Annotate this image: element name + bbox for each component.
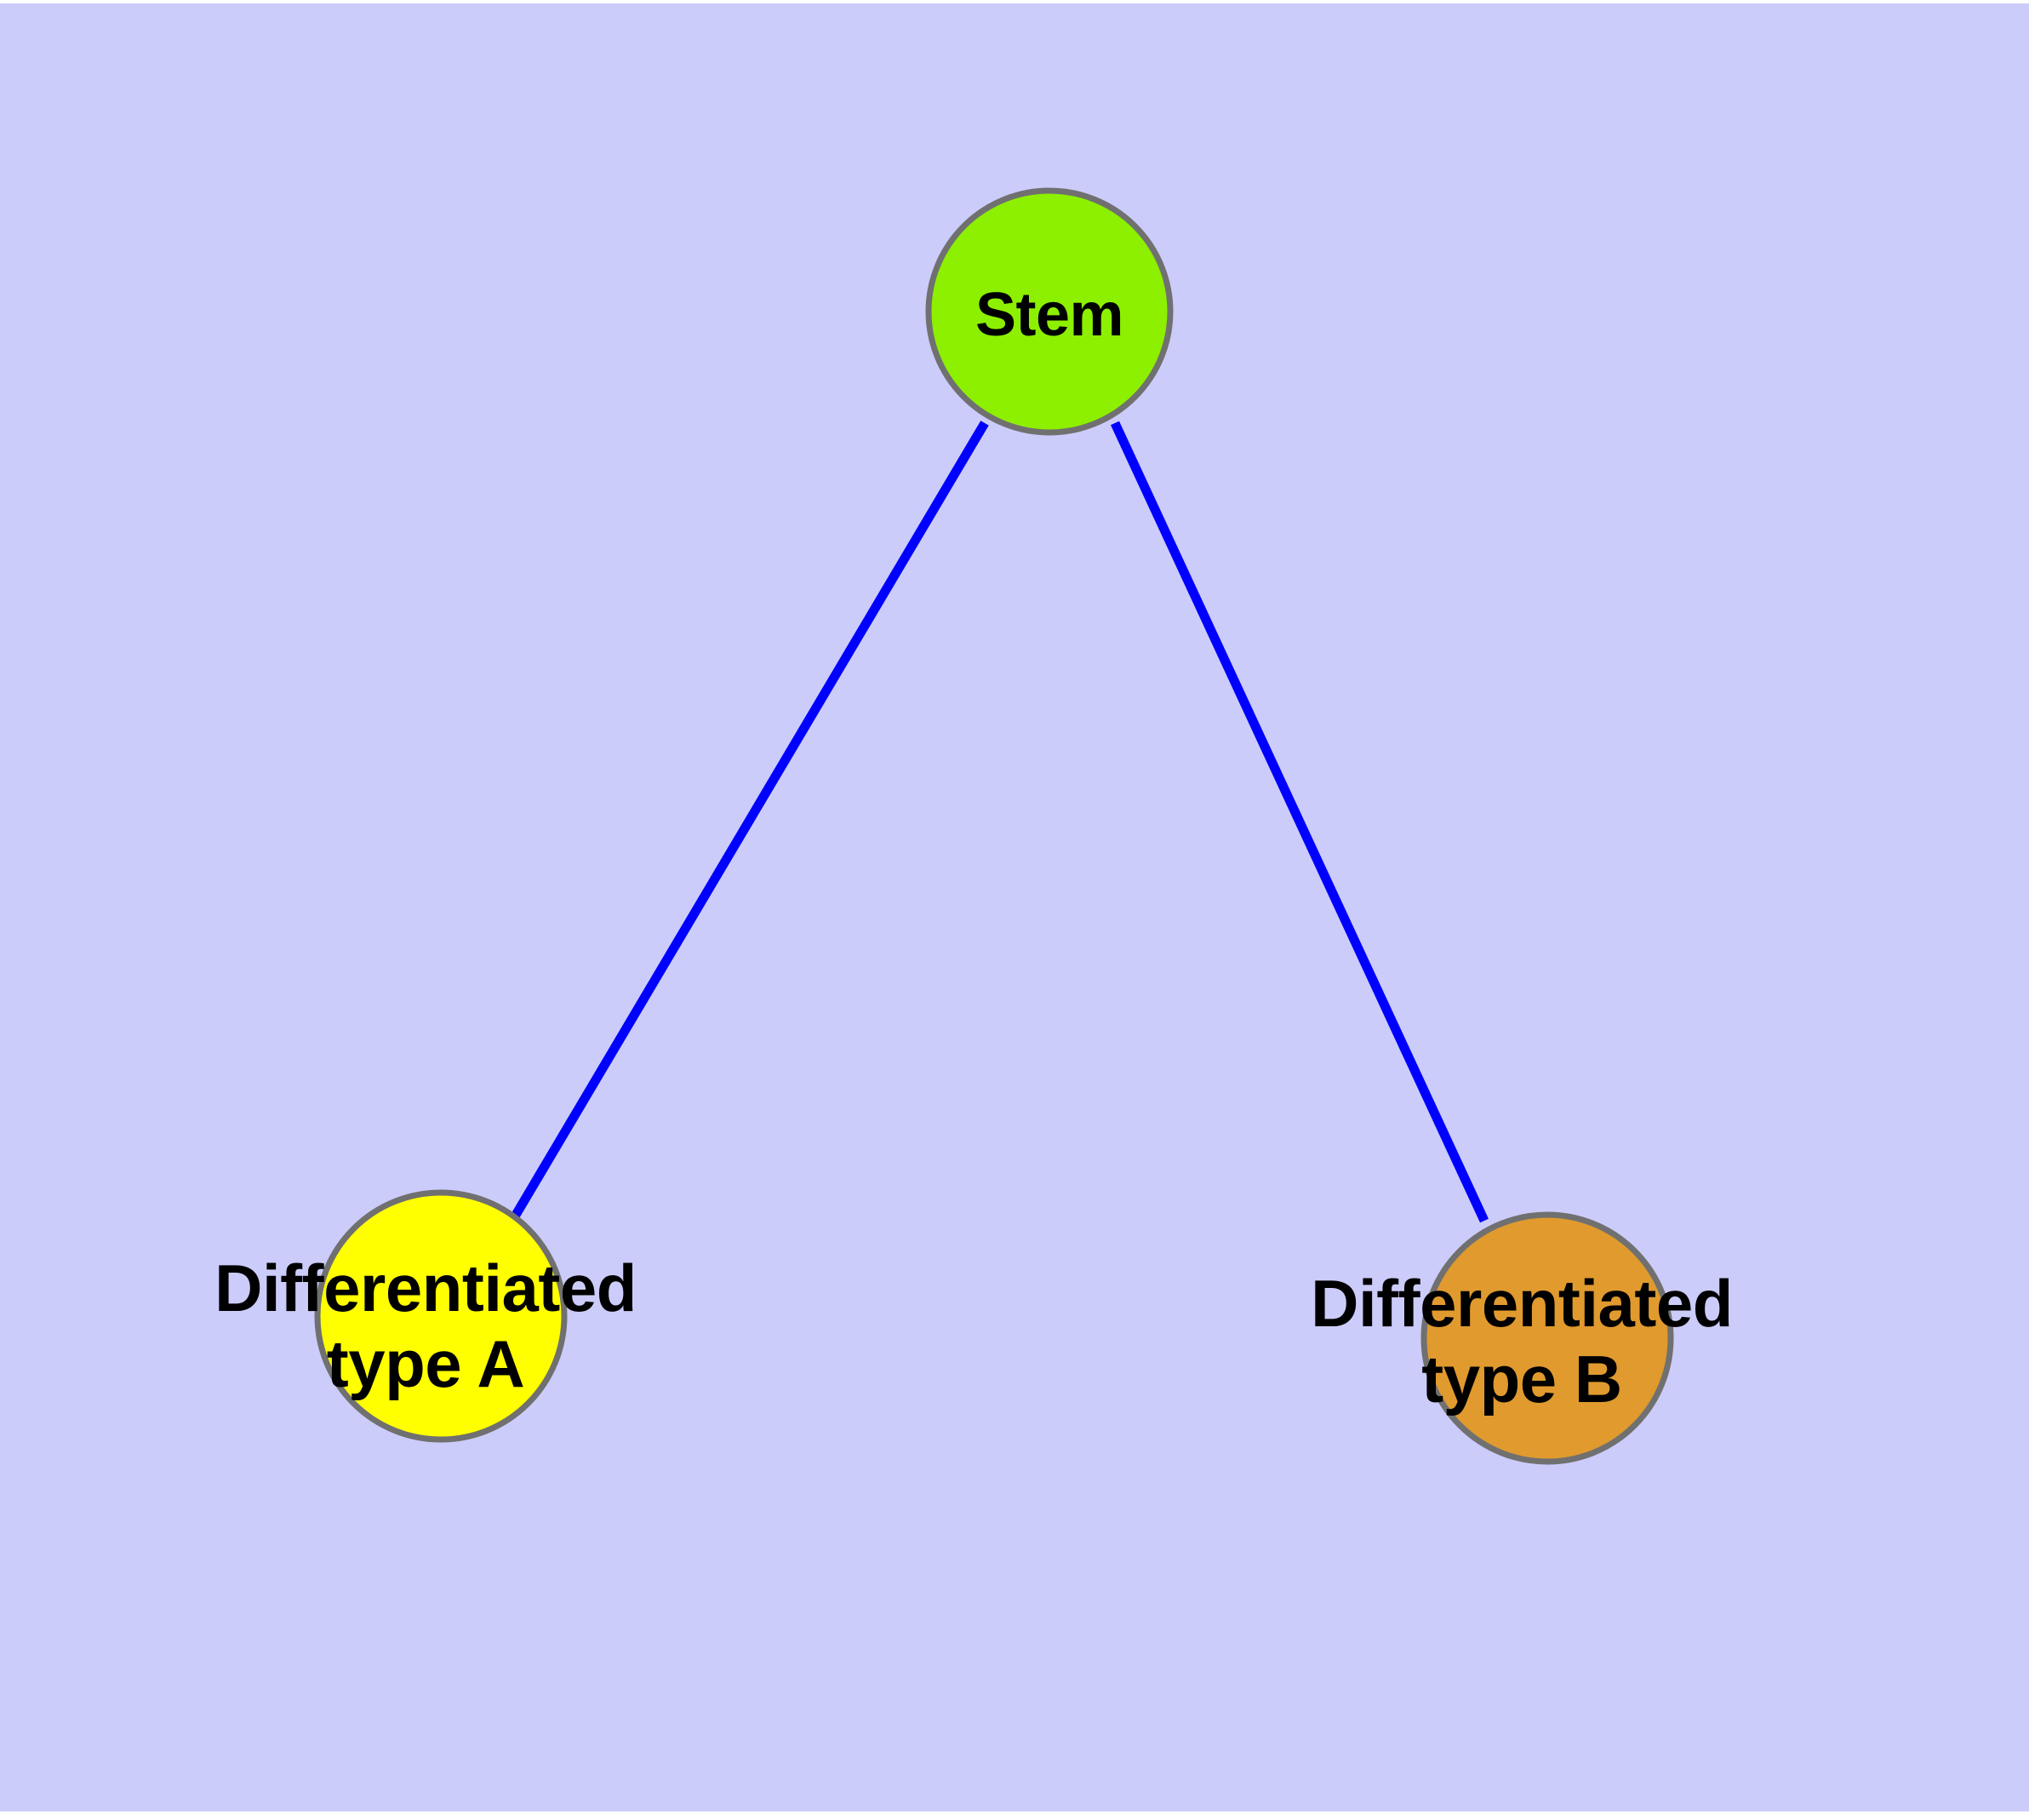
edge-stem-to-type-b[interactable] xyxy=(1111,421,1489,1223)
node-stem[interactable] xyxy=(925,187,1174,436)
edge-stem-to-type-a[interactable] xyxy=(508,421,989,1223)
node-layer xyxy=(314,187,1674,1465)
node-differentiated-type-b[interactable] xyxy=(1420,1211,1674,1465)
edge-layer xyxy=(508,421,1489,1223)
node-differentiated-type-a[interactable] xyxy=(314,1189,568,1443)
